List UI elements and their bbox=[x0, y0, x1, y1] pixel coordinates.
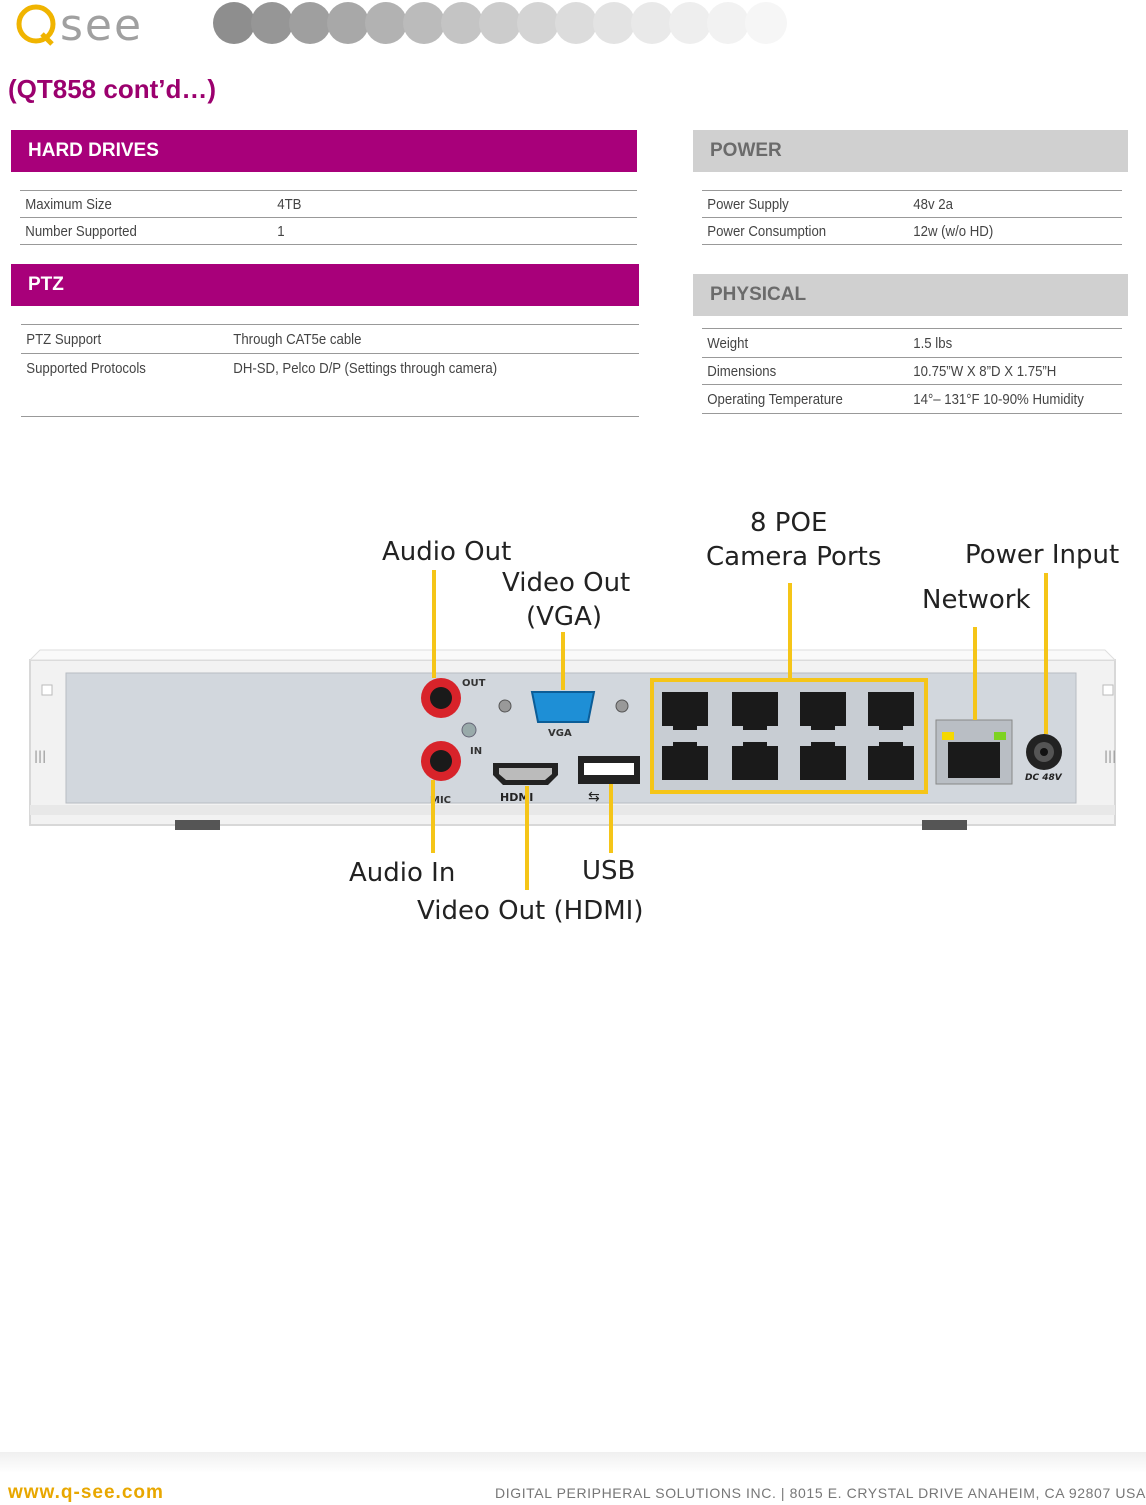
table-row: Operating Temperature 14°– 131°F 10-90% … bbox=[702, 384, 1122, 414]
label-network: Network bbox=[922, 585, 1031, 615]
hard-drives-table: Maximum Size 4TB Number Supported 1 bbox=[20, 190, 637, 245]
ground-screw-icon bbox=[461, 722, 477, 738]
spec-value: 10.75”W X 8”D X 1.75”H bbox=[913, 362, 1057, 380]
spec-label: Maximum Size bbox=[25, 195, 112, 213]
physical-table: Weight 1.5 lbs Dimensions 10.75”W X 8”D … bbox=[702, 328, 1122, 414]
poe-port-8 bbox=[868, 742, 914, 780]
spec-label: Dimensions bbox=[707, 362, 777, 380]
power-table: Power Supply 48v 2a Power Consumption 12… bbox=[702, 190, 1122, 245]
svg-text:|||: ||| bbox=[34, 749, 46, 763]
panel-label-vga: VGA bbox=[548, 728, 572, 739]
footer-band bbox=[0, 1452, 1146, 1505]
spec-value: Through CAT5e cable bbox=[233, 330, 362, 348]
poe-port-2 bbox=[732, 692, 778, 730]
poe-port-1 bbox=[662, 692, 708, 730]
poe-port-7 bbox=[800, 742, 846, 780]
table-row: Dimensions 10.75”W X 8”D X 1.75”H bbox=[702, 357, 1122, 385]
spec-value: 4TB bbox=[277, 195, 302, 213]
audio-in-port: IN MIC bbox=[421, 741, 482, 806]
label-video-out-hdmi: Video Out (HDMI) bbox=[417, 896, 644, 926]
svg-text:see: see bbox=[60, 0, 143, 51]
hard-drives-header: HARD DRIVES bbox=[11, 130, 637, 172]
usb-symbol-icon: ⇆ bbox=[588, 789, 600, 805]
poe-ports-group bbox=[650, 678, 928, 794]
decorative-dots bbox=[213, 2, 787, 44]
spec-label: PTZ Support bbox=[26, 330, 102, 348]
label-audio-out: Audio Out bbox=[382, 537, 512, 567]
spec-value: 48v 2a bbox=[913, 195, 953, 213]
panel-label-dc: DC 48V bbox=[1025, 773, 1063, 783]
callout-lines bbox=[431, 570, 1048, 890]
spec-label: Power Consumption bbox=[707, 222, 827, 240]
spec-value: 1 bbox=[277, 222, 285, 240]
label-audio-in: Audio In bbox=[349, 858, 456, 888]
label-poe-2: Camera Ports bbox=[706, 542, 882, 572]
footer-url-link[interactable]: www.q-see.com bbox=[8, 1482, 164, 1503]
table-row: PTZ Support Through CAT5e cable bbox=[21, 324, 639, 354]
ptz-table: PTZ Support Through CAT5e cable Supporte… bbox=[21, 324, 639, 417]
hdmi-port: HDMI bbox=[493, 763, 558, 804]
table-row: Weight 1.5 lbs bbox=[702, 328, 1122, 358]
label-usb: USB bbox=[582, 856, 636, 886]
poe-port-3 bbox=[800, 692, 846, 730]
label-video-out-vga-2: (VGA) bbox=[526, 602, 603, 632]
table-row: Maximum Size 4TB bbox=[20, 190, 637, 218]
table-row: Number Supported 1 bbox=[20, 217, 637, 245]
poe-port-4 bbox=[868, 692, 914, 730]
spec-label: Supported Protocols bbox=[26, 360, 146, 377]
table-row: Supported Protocols DH-SD, Pelco D/P (Se… bbox=[21, 353, 639, 417]
brand-wordmark: see bbox=[16, 0, 143, 51]
ptz-header: PTZ bbox=[11, 264, 639, 306]
spec-value: 14°– 131°F 10-90% Humidity bbox=[913, 390, 1084, 408]
svg-text:|||: ||| bbox=[1104, 749, 1116, 763]
label-poe-1: 8 POE bbox=[750, 508, 828, 538]
label-video-out-vga-1: Video Out bbox=[502, 568, 631, 598]
table-row: Power Consumption 12w (w/o HD) bbox=[702, 217, 1122, 245]
table-row: Power Supply 48v 2a bbox=[702, 190, 1122, 218]
spec-label: Operating Temperature bbox=[707, 390, 843, 408]
spec-value: 1.5 lbs bbox=[913, 334, 953, 352]
rear-panel-diagram: ||| ||| OUT IN MIC VGA HDMI ⇆ bbox=[28, 570, 1117, 890]
vga-port: VGA bbox=[498, 691, 629, 739]
physical-header: PHYSICAL bbox=[693, 274, 1128, 316]
spec-label: Weight bbox=[707, 334, 749, 352]
poe-port-5 bbox=[662, 742, 708, 780]
spec-label: Number Supported bbox=[25, 222, 137, 240]
power-input-port: DC 48V bbox=[1025, 734, 1063, 783]
label-power-input: Power Input bbox=[965, 540, 1120, 570]
spec-label: Power Supply bbox=[707, 195, 789, 213]
spec-value: DH-SD, Pelco D/P (Settings through camer… bbox=[233, 360, 498, 377]
usb-port: ⇆ bbox=[578, 756, 640, 805]
panel-label-in: IN bbox=[470, 746, 482, 757]
panel-label-mic: MIC bbox=[430, 795, 451, 806]
footer-company-address: DIGITAL PERIPHERAL SOLUTIONS INC. | 8015… bbox=[495, 1485, 1146, 1501]
audio-out-port: OUT bbox=[421, 678, 486, 718]
poe-port-6 bbox=[732, 742, 778, 780]
panel-label-out: OUT bbox=[462, 678, 486, 689]
spec-value: 12w (w/o HD) bbox=[913, 222, 994, 240]
q-see-logo: see bbox=[16, 0, 787, 51]
page-title: (QT858 cont’d…) bbox=[8, 74, 217, 104]
power-header: POWER bbox=[693, 130, 1128, 172]
network-port bbox=[935, 719, 1013, 785]
